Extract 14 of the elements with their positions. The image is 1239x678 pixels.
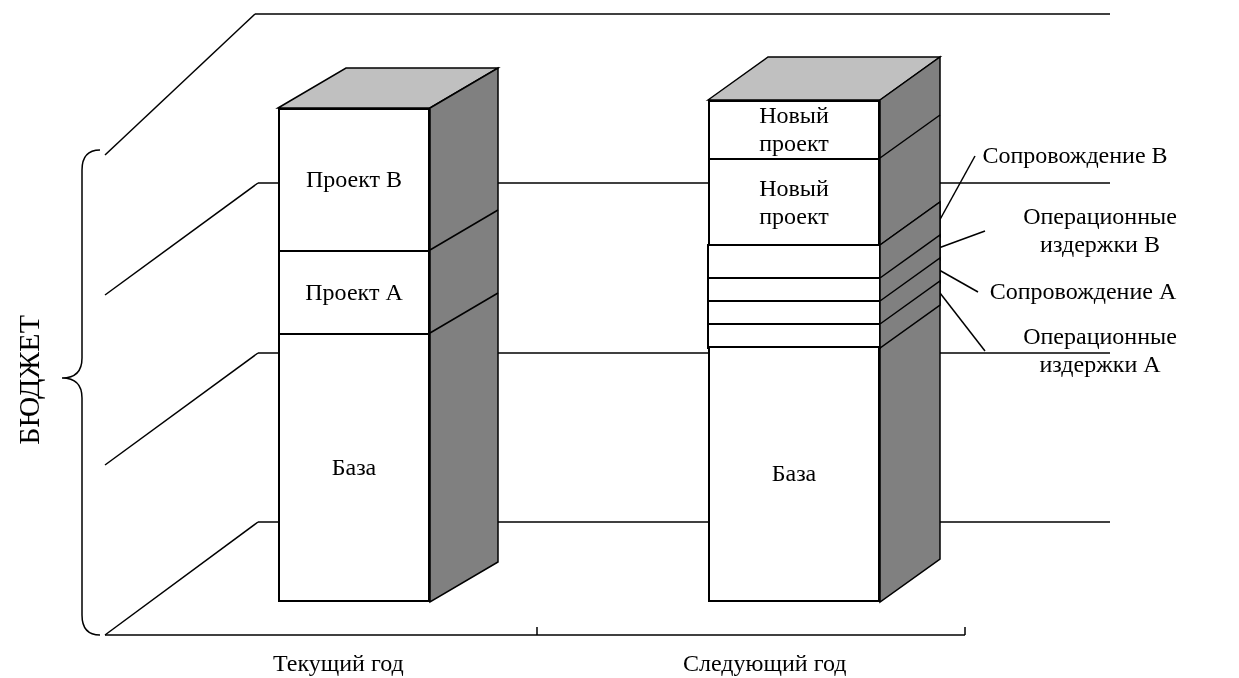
axis-label: Следующий год xyxy=(683,650,847,677)
vertical-axis-label: БЮДЖЕТ xyxy=(12,315,46,445)
bar-segment: Проект B xyxy=(278,108,430,252)
callout-text: Сопровождение A xyxy=(978,274,1188,310)
bar-segment: Проект A xyxy=(278,250,430,335)
bar-segment: Новый проект xyxy=(708,100,880,160)
callout-text: Операционные издержки B xyxy=(985,198,1215,264)
bar-segment: База xyxy=(278,333,430,602)
callout-text: Сопровождение B xyxy=(975,138,1175,174)
bar-segment xyxy=(708,281,940,348)
callout-text: Операционные издержки A xyxy=(985,318,1215,384)
bar-segment: Новый проект xyxy=(708,158,880,247)
axis-label: Текущий год xyxy=(273,650,404,677)
bar-segment: База xyxy=(708,346,880,602)
